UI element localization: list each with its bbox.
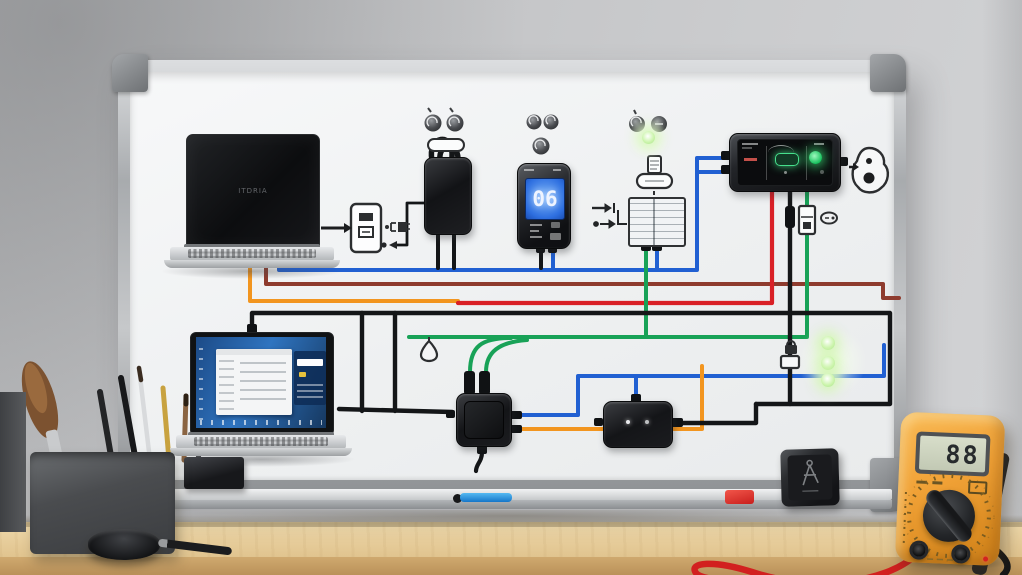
dashboard-red-bar [744, 158, 757, 161]
wire-green-drop-1 [468, 336, 513, 374]
dot-mark [381, 242, 387, 248]
power-grid-panel-sketch [628, 197, 686, 247]
laptop-keys [194, 437, 328, 446]
laptop-base [170, 448, 352, 456]
dashboard-text-bar [742, 143, 758, 145]
status-led-1 [821, 336, 835, 350]
charger-cables [436, 229, 456, 270]
panel-search-box [297, 359, 323, 366]
dashboard-dot [820, 170, 824, 174]
adapter-led-dot [645, 420, 649, 424]
status-led-top [642, 131, 655, 144]
multimeter: 88 [894, 411, 1011, 575]
power-adapter [603, 401, 673, 448]
monitor-button [551, 222, 560, 228]
blue-marker [460, 493, 512, 502]
side-object [0, 392, 26, 532]
multimeter-reading: 88 [944, 439, 981, 470]
wire-green-drop-2 [484, 338, 529, 374]
board-shadow [140, 510, 880, 524]
monitor-button-bar [530, 236, 542, 238]
black-bus [249, 310, 893, 407]
whiteboard-tray-lip [122, 500, 892, 509]
usb-c-pill-icon [427, 138, 465, 152]
laptop-ledge-shadow [166, 456, 356, 467]
red-probe-wire [691, 551, 920, 575]
laptop-top-screen: ITDRIA [186, 134, 320, 248]
fuse-card-icon [797, 204, 817, 236]
monitor-label-bar [524, 169, 534, 171]
cube-etched-glyph [802, 459, 819, 492]
board-eraser [184, 457, 244, 489]
laptop-keyboard-deck [176, 435, 346, 449]
laptop-base [164, 260, 340, 268]
monitor-button-bar [530, 230, 539, 232]
frame-corner-cap [112, 54, 148, 92]
round-container [88, 529, 160, 560]
laptop-keys [188, 249, 316, 258]
desktop-icon-column [199, 342, 203, 420]
marker-cap [453, 494, 462, 503]
battery-monitor-display: 06 [525, 178, 565, 220]
wire-dark-red [264, 245, 901, 300]
adapter-led-dot [626, 420, 630, 424]
frame-corner-cap [870, 54, 906, 92]
black-risers [359, 310, 398, 414]
dashboard-dot [784, 171, 787, 174]
status-led-3 [821, 373, 835, 387]
wire-bundle [248, 156, 901, 431]
brushes-and-pens [21, 361, 209, 465]
monitor-button-bar [530, 224, 542, 226]
multimeter-display: 88 [918, 435, 987, 473]
laptop-ledge-shadow [160, 268, 344, 279]
oval-badge-icon [820, 211, 838, 225]
status-led-2 [821, 356, 835, 370]
hub-bottom-cable [473, 449, 485, 474]
panel-bars [297, 382, 323, 398]
window-sidebar [219, 358, 234, 410]
wire-red [455, 188, 775, 306]
window-content-lines [240, 360, 286, 400]
wire-orange-bottom [514, 364, 704, 431]
arrow-icon [321, 223, 352, 233]
laptop-hinge [184, 244, 320, 249]
red-magnet [725, 490, 754, 504]
multimeter-dial-ticks [902, 470, 995, 562]
car-icon [775, 153, 799, 166]
usb-hub-face [464, 401, 504, 439]
bell-tag-icon [419, 337, 439, 363]
monitor-label-bar [553, 169, 561, 171]
dashboard-arc [768, 145, 794, 160]
folder-icon [299, 372, 306, 377]
wire-blue-bottom [514, 343, 886, 417]
laptop-keyboard-deck [170, 247, 334, 261]
laptop-hinge [188, 432, 334, 437]
desk-wall-shadow [0, 515, 1022, 527]
arrow-icon [389, 241, 397, 249]
laptop-top-screen-text: ITDRIA [238, 187, 268, 195]
battery-monitor-reading: 06 [532, 187, 558, 211]
dashboard-text-bar [742, 147, 752, 149]
dashboard-divider [806, 146, 807, 180]
dashboard-divider [766, 146, 767, 180]
arrow-marks [592, 203, 627, 229]
desk-front-edge [0, 557, 1022, 575]
dashboard-text-bar [814, 143, 824, 145]
sketch-icons [321, 107, 889, 370]
dual-cable-charger [424, 157, 472, 235]
desktop-taskbar [200, 420, 322, 425]
monitor-button [550, 233, 561, 240]
tray-cube-face [787, 454, 833, 501]
usb-plug-icon [349, 202, 410, 254]
adapter-output-cable [667, 401, 759, 426]
socket-sketch-icon [849, 146, 889, 194]
window-titlebar [216, 349, 292, 355]
dashboard-green-led [809, 151, 822, 164]
